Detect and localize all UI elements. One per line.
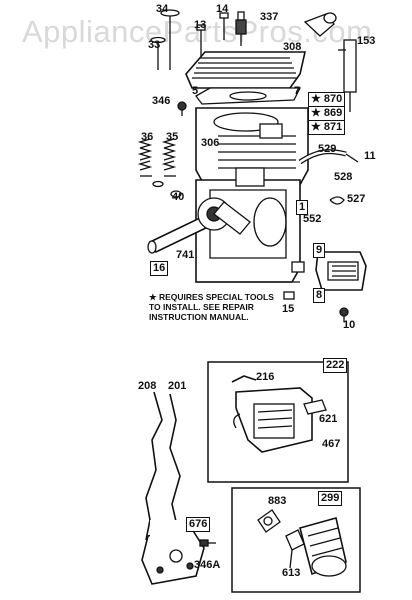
bolt-icon <box>339 307 349 322</box>
nut-icon <box>283 291 295 300</box>
part-label-741: 741 <box>176 249 195 261</box>
part-label-13: 13 <box>194 19 207 31</box>
spark-plug-boot-icon <box>303 12 337 37</box>
part-label-883: 883 <box>268 495 287 507</box>
part-label-529: 529 <box>318 143 337 155</box>
part-label-308: 308 <box>283 41 302 53</box>
part-label-153: 153 <box>357 35 376 47</box>
valve-part-icon <box>150 36 166 70</box>
part-label-552: 552 <box>303 213 322 225</box>
part-label-15: 15 <box>282 303 295 315</box>
kit-label-869: ★ 869 <box>308 106 346 121</box>
valve-part-icon <box>160 9 180 70</box>
valve-spring-icon <box>161 138 177 177</box>
group-label-222: 222 <box>323 358 348 373</box>
governor-link-icon <box>145 391 163 541</box>
kit-label-870: ★ 870 <box>308 92 346 107</box>
part-label-35: 35 <box>166 131 179 143</box>
part-box-16: 16 <box>150 261 169 276</box>
small-clip-icon <box>303 399 327 415</box>
clip-icon <box>329 196 345 205</box>
breather-tube-icon <box>338 39 357 112</box>
tube-icon <box>298 149 359 165</box>
oil-filter-icon <box>299 517 347 577</box>
valve-spring-icon <box>137 138 153 177</box>
part-label-337: 337 <box>260 11 279 23</box>
ignition-coil-icon <box>315 251 367 291</box>
part-label-14: 14 <box>216 3 229 15</box>
cylinder-head-icon <box>185 51 307 89</box>
kit-label-871: ★ 871 <box>308 120 346 135</box>
control-bracket-icon <box>231 375 313 453</box>
part-box-8: 8 <box>313 288 326 303</box>
group-label-299: 299 <box>318 491 343 506</box>
crankshaft-icon <box>147 197 251 254</box>
retainer-icon <box>152 180 182 198</box>
note-line-2: TO INSTALL. SEE REPAIR <box>149 302 254 312</box>
part-label-346: 346 <box>152 95 171 107</box>
part-label-33: 33 <box>148 39 161 51</box>
part-label-40: 40 <box>172 191 185 203</box>
part-label-11: 11 <box>364 150 376 162</box>
bolt-icon <box>219 12 229 40</box>
group-frame-icon <box>207 361 349 483</box>
part-label-208: 208 <box>138 380 157 392</box>
group-frame-icon <box>231 487 361 593</box>
group-label-676: 676 <box>186 517 211 532</box>
part-box-1: 1 <box>296 200 309 215</box>
fitting-icon <box>285 529 305 569</box>
spark-plug-icon <box>235 11 247 46</box>
screw-icon <box>177 101 187 116</box>
part-label-10: 10 <box>343 319 356 331</box>
part-label-621: 621 <box>319 413 338 425</box>
part-label-528: 528 <box>334 171 353 183</box>
part-label-36: 36 <box>141 131 154 143</box>
part-label-306: 306 <box>201 137 220 149</box>
part-label-5: 5 <box>192 85 199 97</box>
part-label-613: 613 <box>282 567 301 579</box>
part-box-9: 9 <box>313 243 326 258</box>
screw-icon <box>199 539 216 547</box>
gasket-icon <box>257 509 281 533</box>
part-label-346a: 346A <box>194 559 221 571</box>
head-gasket-icon <box>195 87 302 105</box>
note-line-3: INSTRUCTION MANUAL. <box>149 312 249 322</box>
part-label-201: 201 <box>168 380 187 392</box>
part-label-527: 527 <box>347 193 366 205</box>
part-label-467: 467 <box>322 438 341 450</box>
note-line-1: ★ REQUIRES SPECIAL TOOLS <box>149 292 274 302</box>
part-label-34: 34 <box>156 3 169 15</box>
special-tools-note: ★ REQUIRES SPECIAL TOOLS TO INSTALL. SEE… <box>149 292 274 322</box>
part-label-216: 216 <box>256 371 275 383</box>
part-label-7: 7 <box>294 85 301 97</box>
